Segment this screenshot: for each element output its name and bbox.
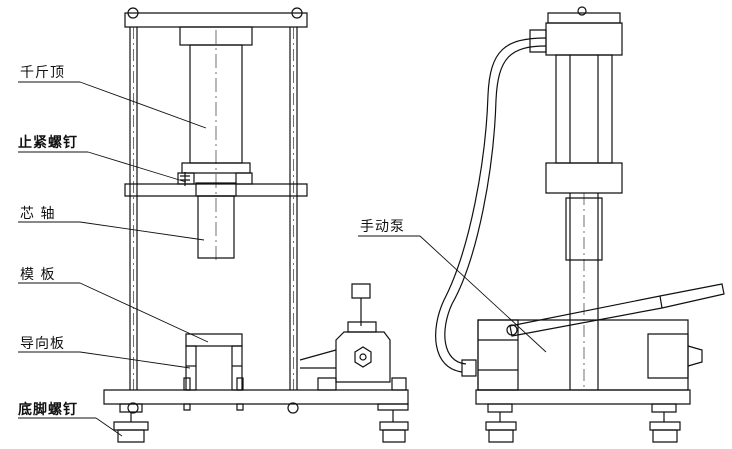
hydraulic-hose <box>436 38 546 372</box>
leader-lines <box>18 82 546 436</box>
lock-screw <box>180 172 190 186</box>
foot-left <box>114 404 148 442</box>
pump-front <box>300 284 408 442</box>
side-jack-head <box>546 23 622 55</box>
side-view <box>436 7 724 442</box>
lock-screw-block <box>178 173 194 184</box>
label-lock-screw: 止紧螺钉 <box>18 135 78 151</box>
column-left <box>130 27 137 390</box>
core-shaft <box>198 196 234 258</box>
hand-pump-body <box>478 320 688 390</box>
label-core-shaft: 芯 轴 <box>20 206 56 222</box>
template-plate <box>186 334 242 346</box>
column-right <box>290 27 297 390</box>
jack-base <box>182 163 250 173</box>
label-foot-screw: 底脚螺钉 <box>18 402 78 418</box>
front-view <box>104 8 408 442</box>
base-plate <box>104 390 408 404</box>
label-guide-plate: 导向板 <box>20 336 65 352</box>
top-nut-right <box>292 8 302 18</box>
top-plate <box>125 13 307 27</box>
lock-screw-block-r <box>236 173 252 184</box>
pump-lever <box>510 284 724 336</box>
label-jack: 千斤顶 <box>20 65 65 81</box>
label-template-plate: 模 板 <box>20 267 56 283</box>
top-nut-left <box>128 8 138 18</box>
label-hand-pump: 手动泵 <box>360 219 405 235</box>
